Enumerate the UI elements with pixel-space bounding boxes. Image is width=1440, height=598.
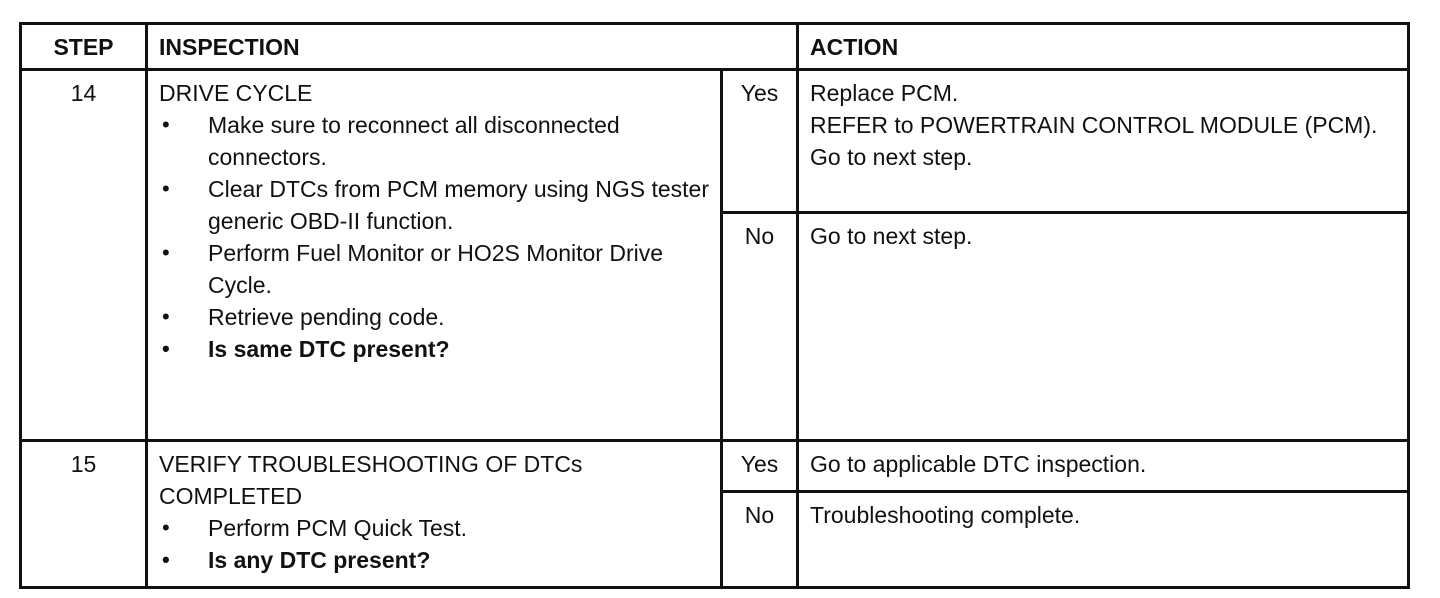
action-line: Go to next step. bbox=[810, 144, 973, 170]
bullet-item: Make sure to reconnect all disconnected … bbox=[159, 109, 709, 173]
no-label: No bbox=[719, 211, 800, 442]
no-label: No bbox=[719, 490, 800, 589]
action-line: REFER to POWERTRAIN CONTROL MODULE (PCM)… bbox=[810, 112, 1378, 138]
table-row: No Troubleshooting complete. bbox=[21, 490, 1411, 589]
bullet-item: Retrieve pending code. bbox=[159, 301, 709, 333]
table-row: 14 DRIVE CYCLE Make sure to reconnect al… bbox=[19, 68, 1411, 442]
header-row: STEP INSPECTION ACTION bbox=[19, 22, 1411, 71]
inspection-question: Is same DTC present? bbox=[159, 333, 709, 365]
bullet-item: Clear DTCs from PCM memory using NGS tes… bbox=[159, 173, 709, 237]
inspection-question: Is any DTC present? bbox=[159, 544, 709, 576]
yes-action-cell: Replace PCM. REFER to POWERTRAIN CONTROL… bbox=[796, 68, 1411, 214]
step-number: 15 bbox=[19, 439, 148, 589]
inspection-title: DRIVE CYCLE bbox=[159, 80, 313, 106]
header-inspection: INSPECTION bbox=[144, 22, 800, 71]
no-action-cell: Go to next step. bbox=[796, 211, 1411, 442]
inspection-bullets: Perform PCM Quick Test. Is any DTC prese… bbox=[159, 512, 709, 576]
table-row: 15 VERIFY TROUBLESHOOTING OF DTCs COMPLE… bbox=[19, 439, 1411, 589]
bullet-item: Perform Fuel Monitor or HO2S Monitor Dri… bbox=[159, 237, 709, 301]
action-line: Replace PCM. bbox=[810, 80, 959, 106]
no-action-cell: Troubleshooting complete. bbox=[796, 490, 1411, 589]
step-number: 14 bbox=[19, 68, 148, 442]
yes-label: Yes bbox=[719, 68, 800, 214]
inspection-title: VERIFY TROUBLESHOOTING OF DTCs COMPLETED bbox=[159, 451, 583, 509]
table-row: No Go to next step. bbox=[21, 211, 1411, 442]
header-step: STEP bbox=[19, 22, 148, 71]
yes-action-cell: Go to applicable DTC inspection. bbox=[796, 439, 1411, 493]
yes-label: Yes bbox=[719, 439, 800, 493]
inspection-cell: DRIVE CYCLE Make sure to reconnect all d… bbox=[145, 68, 723, 442]
bullet-item: Perform PCM Quick Test. bbox=[159, 512, 709, 544]
inspection-cell: VERIFY TROUBLESHOOTING OF DTCs COMPLETED… bbox=[145, 439, 723, 589]
header-action: ACTION bbox=[796, 22, 1411, 71]
diagnostic-table: STEP INSPECTION ACTION 14 DRIVE CYCLE Ma… bbox=[19, 22, 1411, 589]
inspection-bullets: Make sure to reconnect all disconnected … bbox=[159, 109, 709, 365]
